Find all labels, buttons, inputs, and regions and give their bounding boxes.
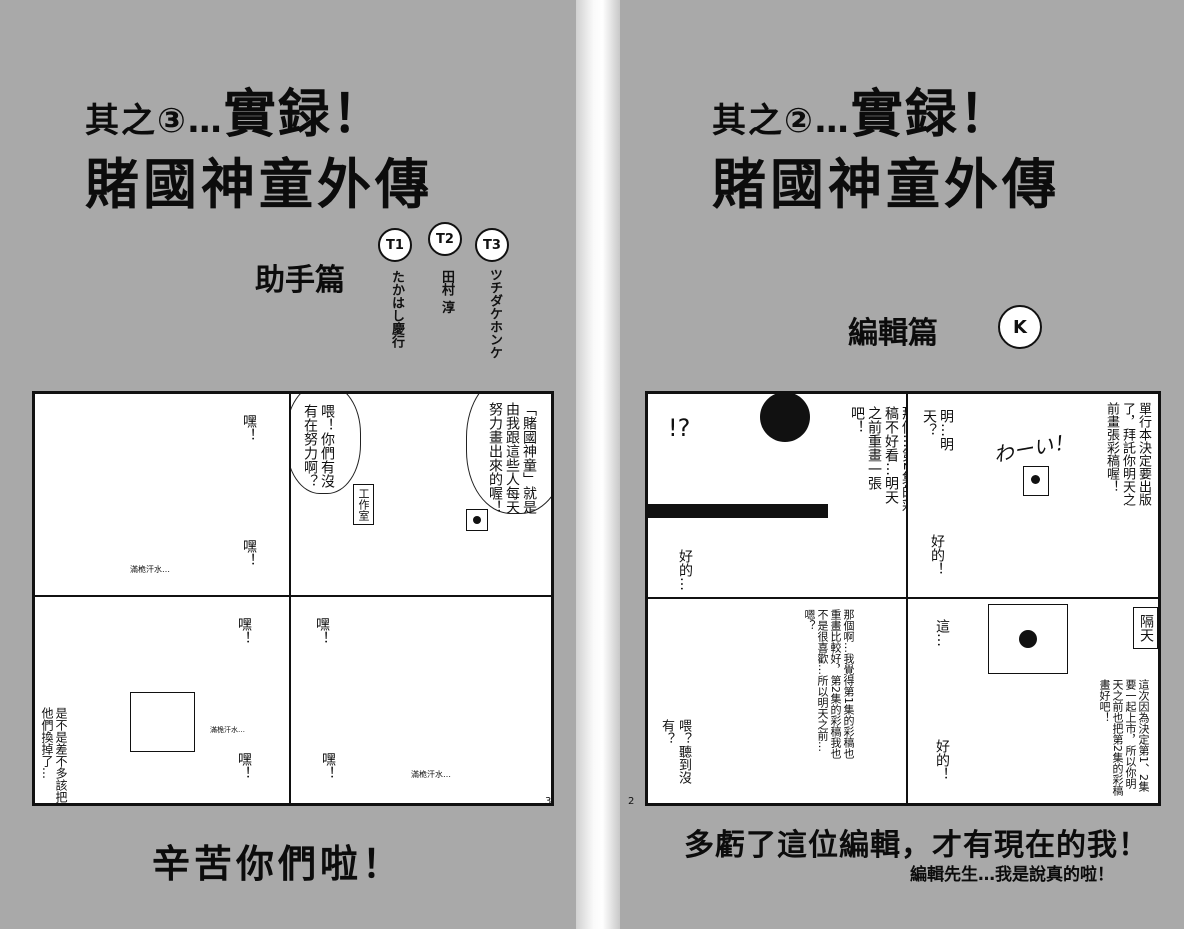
- speech-text: 這次因為決定第1、2集要一起上市，所以你明天之前也把第2集的彩稿畫好吧！: [1098, 679, 1150, 796]
- speech-text: 喂？聽到沒有？: [659, 719, 691, 784]
- left-page: 其之③…實録！ 賭國神童外傳 助手篇 T1 T2 T3 たかはし慶行 田村 淳 …: [0, 0, 576, 929]
- hat-icon: [130, 692, 195, 752]
- speech-text: 這…: [934, 619, 950, 647]
- caption-small: 滿桅汗水…: [411, 770, 451, 779]
- panel-3: 嘿！ 嘿！ 滿桅汗水…: [290, 596, 552, 804]
- sound-effect: わーい！: [991, 429, 1075, 467]
- assistant-name: ツチダケホンケ: [487, 268, 502, 359]
- caption-box: 隔天: [1133, 607, 1158, 649]
- comic-strip: 單行本決定要出版了，拜託你明天之前畫張彩稿喔！ 明…明天？ 好的！ わーい！ 那…: [645, 391, 1161, 806]
- title-line2: 賭國神童外傳: [85, 153, 433, 216]
- section-title: 助手篇: [255, 263, 345, 298]
- assistant-name: 田村 淳: [439, 270, 454, 314]
- speech-text: 單行本決定要出版了，拜託你明天之前畫張彩稿喔！: [1104, 402, 1151, 506]
- speech-text: 好的…: [677, 549, 693, 591]
- speech-text: 那個…第2集的彩稿不好看…明天之前重畫一張吧！: [849, 406, 906, 513]
- hat-emblem-icon: [760, 394, 810, 442]
- panel-4: 嘿！ 嘿！ 是不是差不多該把他們換掉了… 滿桅汗水…: [34, 596, 290, 804]
- speech-text: 是不是差不多該把他們換掉了…: [40, 707, 68, 803]
- speech-text: 嘿！: [320, 752, 336, 780]
- hat-icon: [1023, 466, 1049, 496]
- hat-icon: [466, 509, 488, 531]
- speech-text: 嘿！: [236, 617, 252, 645]
- sign-text: 工作室: [353, 484, 374, 525]
- speech-text: 嘿！: [314, 617, 330, 645]
- speech-text: 嘿！: [236, 752, 252, 780]
- page-number: 2: [628, 796, 635, 807]
- panel-2: 嘿！ 嘿！ 滿桅汗水…: [34, 393, 290, 596]
- comic-strip: 「賭國神童」就是由我跟這些人每天努力畫出來的喔！ 喂！你們有沒有在努力啊？ 工作…: [32, 391, 554, 806]
- speech-text: 好的！: [934, 739, 950, 781]
- sound-effect: !?: [668, 414, 691, 442]
- section-title: 編輯篇: [848, 316, 938, 351]
- page-number: 3: [545, 796, 552, 807]
- title-line1: 其之③…實録！: [85, 85, 386, 145]
- title-line2: 賭國神童外傳: [712, 153, 1060, 216]
- right-page: 其之②…實録！ 賭國神童外傳 編輯篇 K 單行本決定要出版了，拜託你明天之前畫張…: [620, 0, 1184, 929]
- speech-text: 那個啊…我覺得第1集的彩稿也重畫比較好，第2集的彩稿我也不是很喜歡…所以明天之前…: [803, 609, 855, 759]
- panel-1: 「賭國神童」就是由我跟這些人每天努力畫出來的喔！ 喂！你們有沒有在努力啊？ 工作…: [290, 393, 552, 596]
- assistant-t3-face-icon: T3: [475, 228, 509, 262]
- editor-face-icon: K: [998, 305, 1042, 349]
- assistant-t2-face-icon: T2: [428, 222, 462, 256]
- title-line1: 其之②…實録！: [712, 85, 1013, 145]
- panel-3: 那個…第2集的彩稿不好看…明天之前重畫一張吧！ !? 好的…: [647, 393, 907, 598]
- speech-text: 喂！你們有沒有在努力啊？: [302, 404, 335, 488]
- speech-text: 「賭國神童」就是由我跟這些人每天努力畫出來的喔！: [487, 402, 537, 514]
- speech-text: 明…明天？: [921, 409, 954, 451]
- book-gutter: [576, 0, 620, 929]
- hat-icon: [988, 604, 1068, 674]
- assistant-t1-face-icon: T1: [378, 228, 412, 262]
- speech-text: 嘿！: [241, 539, 257, 567]
- panel-2: 隔天 這次因為決定第1、2集要一起上市，所以你明天之前也把第2集的彩稿畫好吧！ …: [907, 598, 1159, 804]
- page-subcaption: 編輯先生…我是說真的啦！: [910, 865, 1114, 885]
- panel-1: 單行本決定要出版了，拜託你明天之前畫張彩稿喔！ 明…明天？ 好的！ わーい！: [907, 393, 1159, 598]
- page-caption: 辛苦你們啦！: [152, 842, 405, 886]
- speech-text: 嘿！: [241, 414, 257, 442]
- panel-4: 那個啊…我覺得第1集的彩稿也重畫比較好，第2集的彩稿我也不是很喜歡…所以明天之前…: [647, 598, 907, 804]
- caption-small: 滿桅汗水…: [210, 726, 245, 734]
- speech-text: 好的！: [929, 534, 945, 576]
- caption-small: 滿桅汗水…: [130, 565, 170, 574]
- assistant-name: たかはし慶行: [389, 270, 404, 348]
- page-caption: 多虧了這位編輯，才有現在的我！: [684, 828, 1149, 863]
